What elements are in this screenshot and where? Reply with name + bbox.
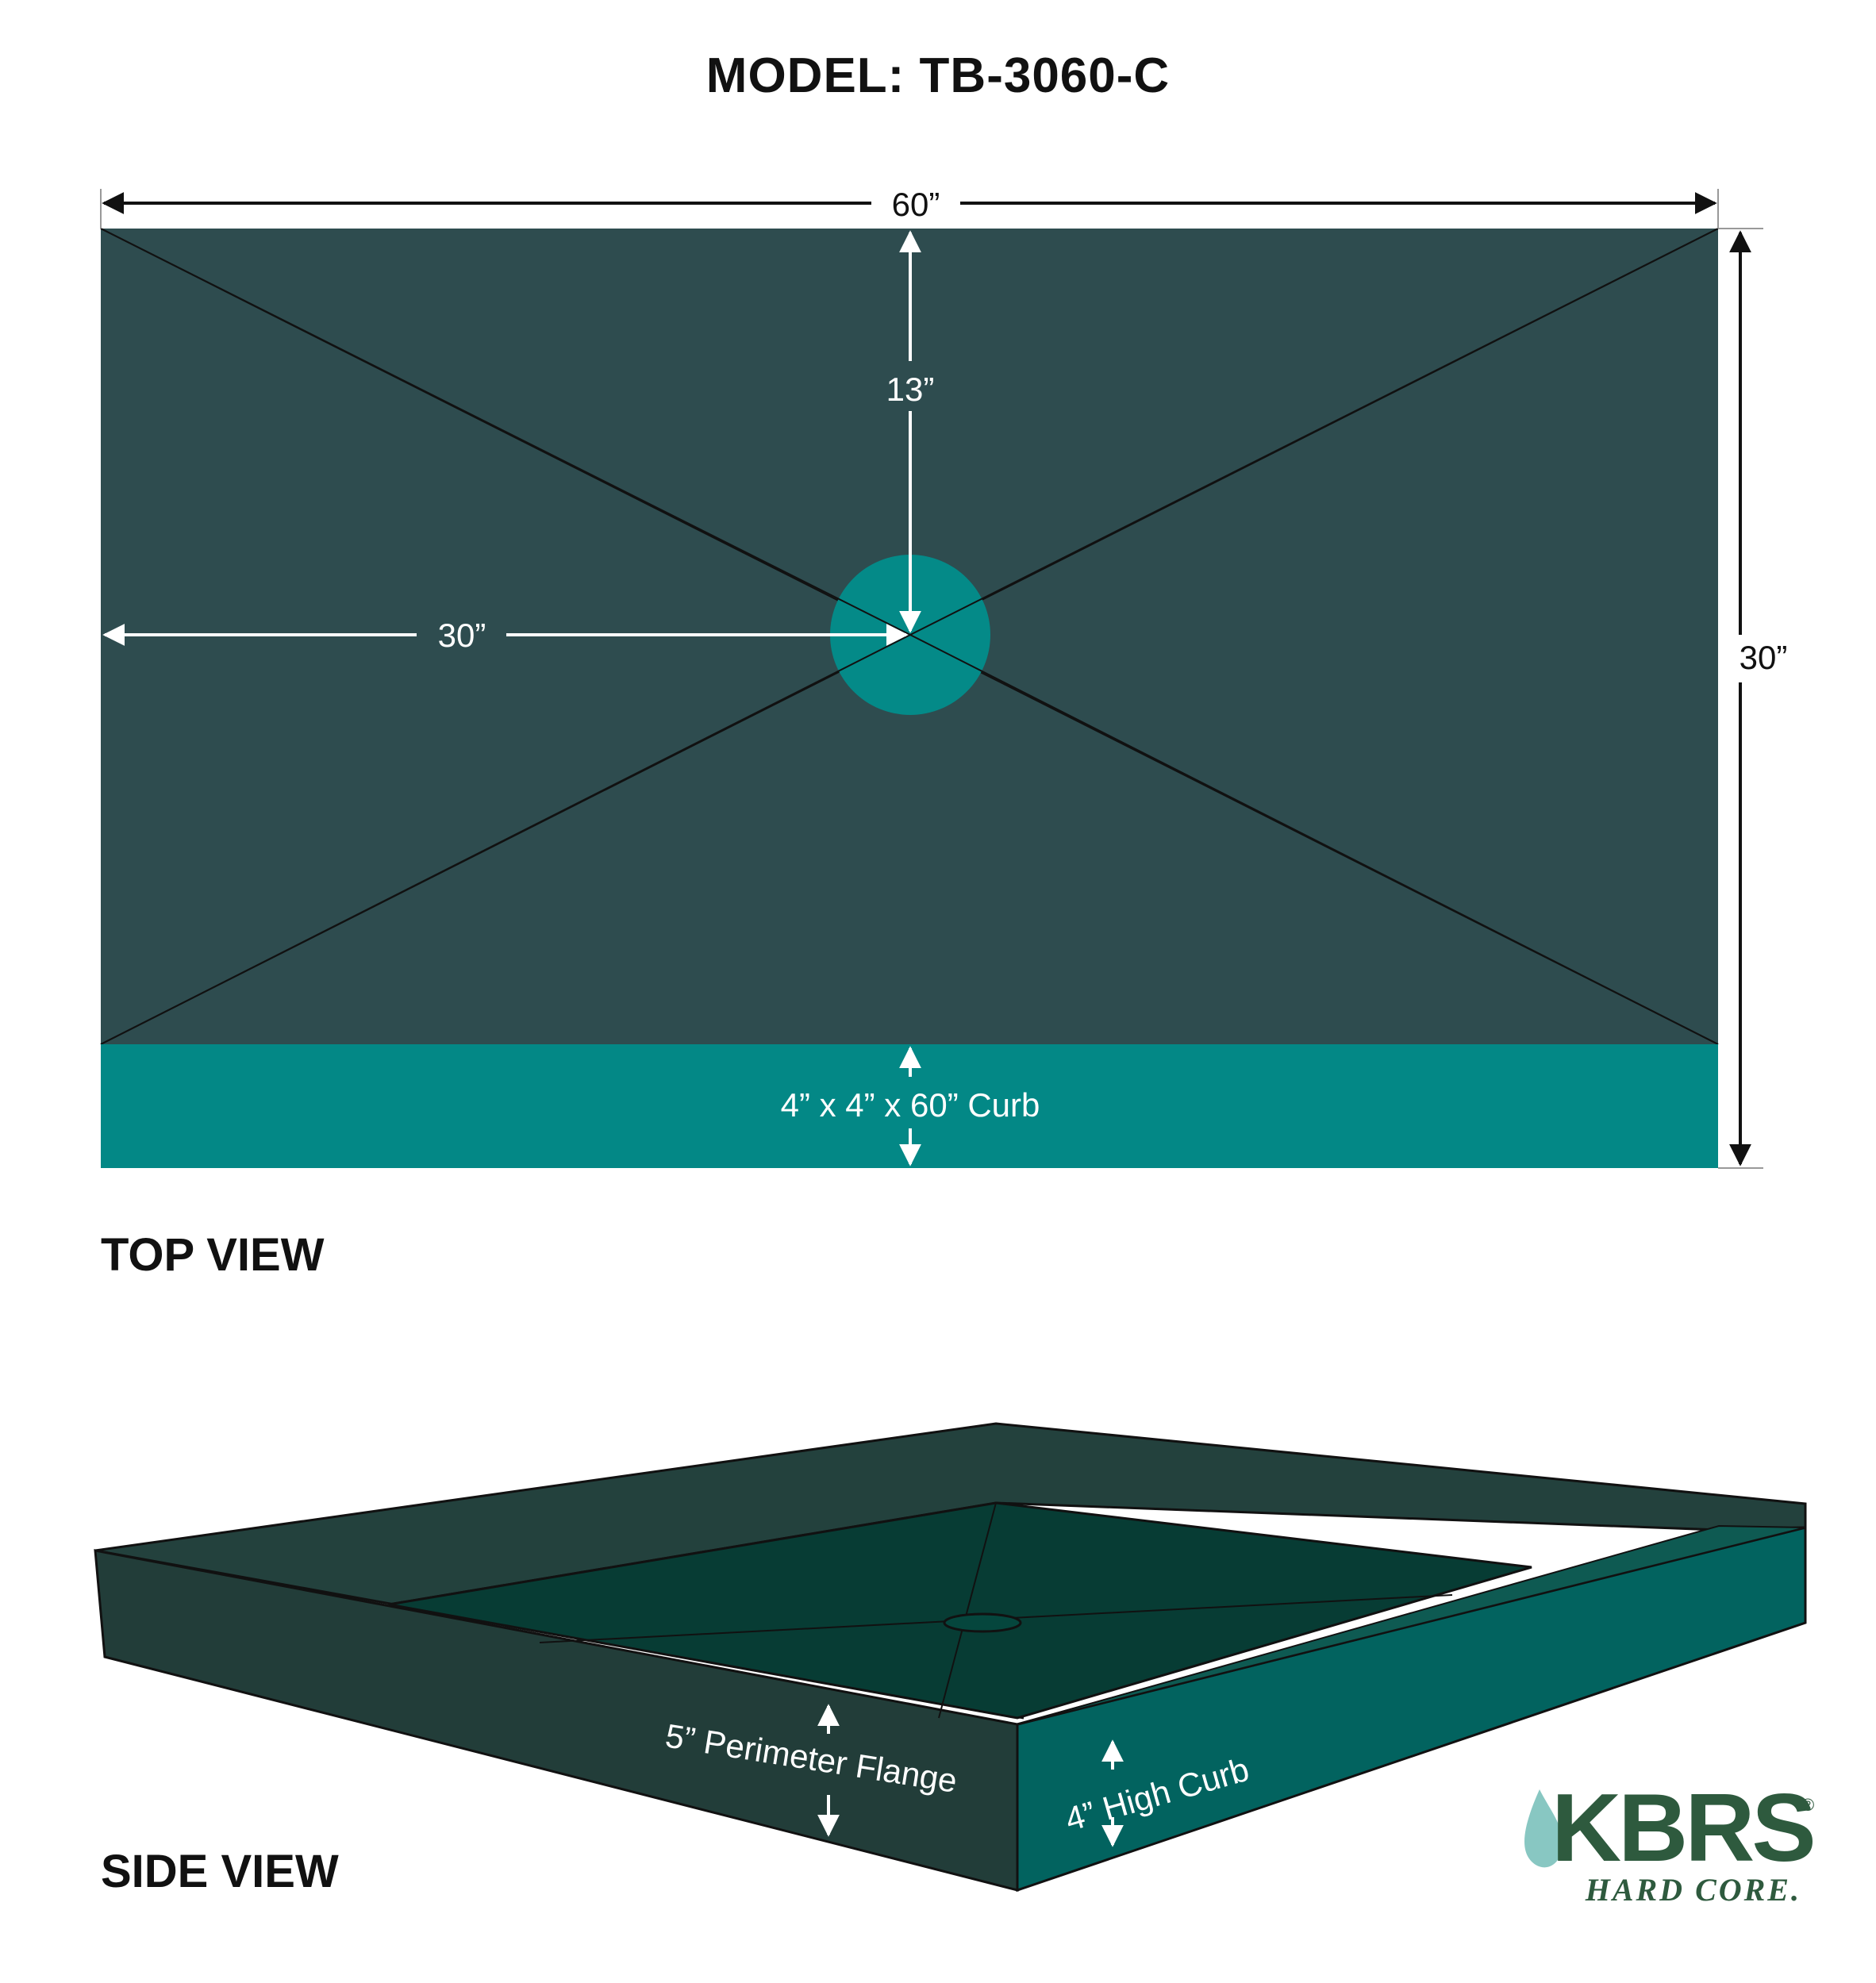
curb-top-edge [1017,1524,1806,1725]
slope-line [100,228,911,636]
drain-back-label: 13” [886,371,935,408]
water-drop-icon [1524,1789,1563,1868]
logo-sub-text: HARD CORE. [1585,1872,1801,1908]
slope-line [909,634,1719,1045]
slope-line [909,228,1719,636]
kbrs-logo: KBRS ® HARD CORE. [1524,1774,1816,1908]
side-view: 5” Perimeter Flange 4” High Curb [94,1422,1807,1893]
curb-label: 4” x 4” x 60” Curb [781,1086,1040,1124]
top-view-heading: TOP VIEW [101,1229,325,1281]
shower-floor [388,1501,1532,1720]
page-title: MODEL: TB-3060-C [705,48,1171,103]
width-dim-label: 60” [892,186,940,223]
top-view: 60” 30” 13” 30” 4” x 4” x 60” Curb [100,186,1788,1169]
slope-line [100,634,911,1045]
logo-main-text: KBRS [1551,1774,1813,1881]
floor-slope-line [938,1502,997,1719]
drain-ellipse [943,1612,1022,1633]
logo-registered-mark: ® [1801,1795,1814,1815]
drain-side-label: 30” [438,617,486,654]
height-dim-label: 30” [1740,639,1788,676]
side-view-heading: SIDE VIEW [101,1846,339,1897]
